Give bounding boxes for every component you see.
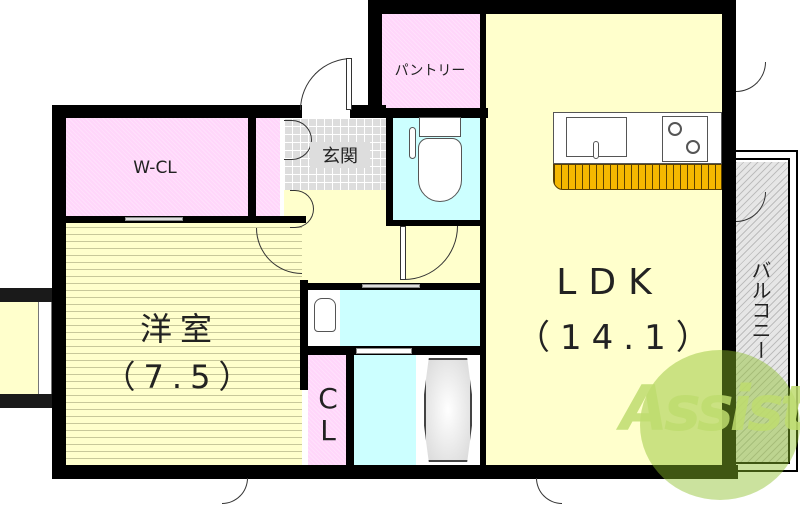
bay-window-floor xyxy=(0,302,38,394)
wall-toilet-left xyxy=(386,118,393,226)
wall-ldk-left xyxy=(480,14,486,466)
wall-right xyxy=(722,0,736,479)
toilet-bowl-icon xyxy=(418,138,462,202)
room-cl xyxy=(308,355,348,467)
washroom-sliding-door[interactable] xyxy=(362,284,420,288)
wall-cl-right xyxy=(346,355,354,467)
room-pantry xyxy=(380,12,480,110)
wall-wcl-bottom xyxy=(66,216,306,223)
entrance-door-leaf[interactable] xyxy=(346,58,352,110)
watermark-logo: Assist xyxy=(620,372,800,445)
room-wcl xyxy=(66,118,250,218)
stove-icon xyxy=(662,116,708,162)
bathtub-icon xyxy=(424,358,472,462)
room-label-balcony: バルコニー xyxy=(748,260,772,360)
room-size-youshitsu: （7.5） xyxy=(103,358,259,396)
wall-toilet-bottom xyxy=(386,220,482,226)
burner-icon-2 xyxy=(686,140,700,154)
kitchen-counter-front xyxy=(553,164,722,190)
room-size-ldk: （14.1） xyxy=(516,318,720,358)
wash-basin-icon xyxy=(314,298,336,332)
entrance-door[interactable] xyxy=(300,58,352,110)
toilet-controls-icon xyxy=(409,127,416,159)
ldk-window-door[interactable] xyxy=(536,478,562,504)
toilet-door-leaf[interactable] xyxy=(400,226,406,280)
wcl-sliding-door[interactable] xyxy=(125,217,183,221)
room-bath-corridor xyxy=(354,355,416,467)
faucet-icon xyxy=(593,141,599,159)
toilet-tank-icon xyxy=(419,117,461,137)
wall-pantry-bottom xyxy=(368,108,488,118)
wall-bottom xyxy=(52,465,738,479)
room-label-cl-c: C xyxy=(318,382,338,415)
room-youshitsu xyxy=(66,222,302,466)
room-label-wcl: W-CL xyxy=(133,158,177,178)
room-washroom xyxy=(340,290,480,346)
balcony-rail-inner xyxy=(734,158,790,464)
room-label-youshitsu: 洋室 xyxy=(139,310,220,348)
wall-left xyxy=(52,105,66,479)
bath-door[interactable] xyxy=(356,348,412,354)
wall-top-left xyxy=(52,105,302,118)
youshitsu-window-door[interactable] xyxy=(222,478,248,504)
burner-icon-1 xyxy=(668,122,682,136)
room-label-genkan: 玄関 xyxy=(310,142,370,168)
wall-top-right xyxy=(368,0,736,14)
room-label-cl-l: L xyxy=(320,414,336,447)
room-storage-strip xyxy=(256,118,280,218)
room-label-ldk: LDK xyxy=(556,262,664,303)
balcony-rail xyxy=(734,150,798,472)
room-ldk xyxy=(486,12,724,466)
wall-wcl-right xyxy=(248,118,256,218)
bay-window-glass xyxy=(38,302,52,394)
watermark-circle xyxy=(640,350,800,500)
room-label-pantry: パントリー xyxy=(394,63,466,79)
wall-pantry-left xyxy=(368,0,382,118)
wall-youshitsu-right xyxy=(300,280,308,390)
ldk-door-top[interactable] xyxy=(736,62,766,92)
